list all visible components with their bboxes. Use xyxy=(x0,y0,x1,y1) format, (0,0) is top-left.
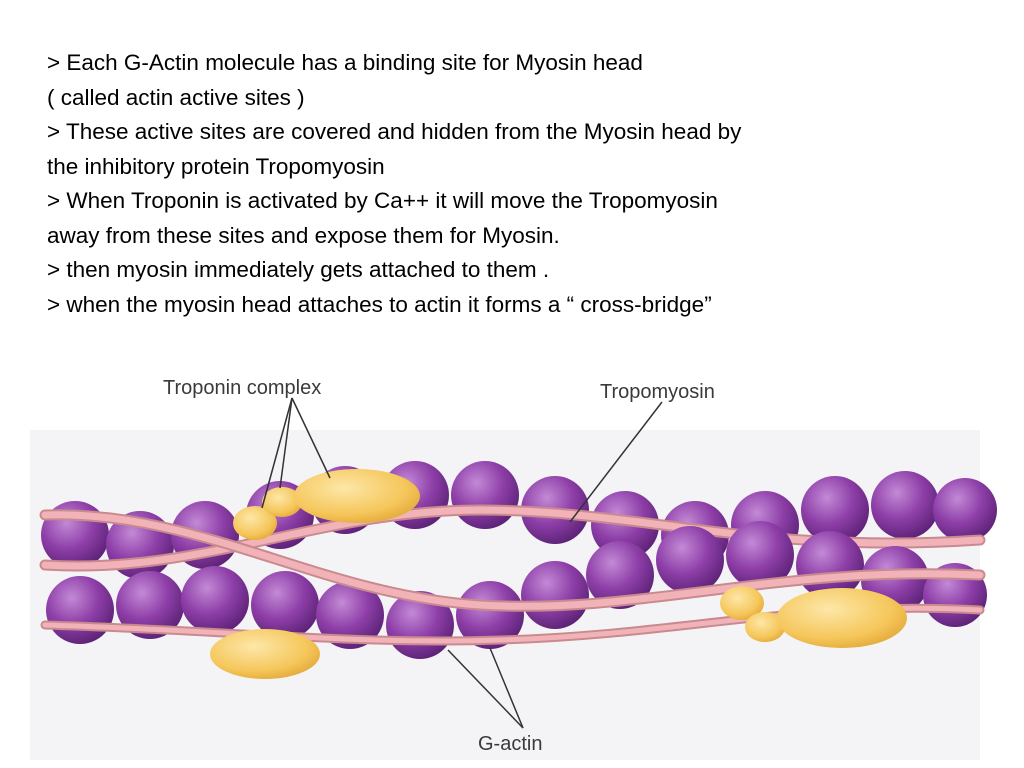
g-actin-bead xyxy=(456,581,524,649)
g-actin-leader-line xyxy=(447,649,524,729)
tropomyosin-strand-front-highlight xyxy=(41,511,984,610)
g-actin-leader-line xyxy=(489,647,524,729)
g-actin-bead xyxy=(871,471,939,539)
troponin-subunit xyxy=(777,588,907,648)
g-actin-bead xyxy=(586,541,654,609)
leader-lines xyxy=(261,397,663,729)
text-line: > When Troponin is activated by Ca++ it … xyxy=(47,188,718,213)
troponin-complex-left xyxy=(233,469,420,540)
troponin-subunit xyxy=(720,586,764,620)
actin-filament-diagram: Troponin complex Tropomyosin G-actin xyxy=(30,377,997,760)
g-actin-label: G-actin xyxy=(478,733,542,755)
tropomyosin-label: Tropomyosin xyxy=(600,381,715,403)
text-line: ( called actin active sites ) xyxy=(47,84,305,110)
tropomyosin-leader-line xyxy=(569,401,663,523)
g-actin-bead xyxy=(656,526,724,594)
g-actin-bead xyxy=(181,566,249,634)
text-line: > These active sites are covered and hid… xyxy=(47,119,742,144)
troponin-leader-line xyxy=(261,397,293,509)
text-line: > when the myosin head attaches to actin… xyxy=(47,291,712,317)
troponin-complex-right xyxy=(720,586,907,648)
troponin-leader-line xyxy=(291,397,331,479)
troponin-subunit xyxy=(745,612,785,642)
troponin-subunit xyxy=(262,487,302,517)
text-line: the inhibitory protein Tropomyosin xyxy=(47,153,385,179)
g-actin-bead xyxy=(116,571,184,639)
g-actin-bead xyxy=(251,571,319,639)
troponin-complex-label: Troponin complex xyxy=(163,377,321,399)
bullet-text-block: > Each G-Actin molecule has a binding si… xyxy=(47,46,1007,322)
text-line: > Each G-Actin molecule has a binding si… xyxy=(47,50,643,75)
g-actin-bead xyxy=(933,478,997,542)
troponin-subunit xyxy=(294,469,420,523)
g-actin-bead xyxy=(316,581,384,649)
g-actin-bead xyxy=(726,521,794,589)
tropomyosin-strand-back-highlight xyxy=(41,506,984,570)
g-actin-bead xyxy=(46,576,114,644)
troponin-subunit-lower xyxy=(210,629,320,679)
troponin-leader-line xyxy=(279,397,293,489)
g-actin-bead xyxy=(801,476,869,544)
troponin-subunit xyxy=(233,506,277,540)
g-actin-bead xyxy=(521,561,589,629)
text-line: > then myosin immediately gets attached … xyxy=(47,257,550,282)
text-line: away from these sites and expose them fo… xyxy=(47,222,560,248)
g-actin-bead xyxy=(451,461,519,529)
